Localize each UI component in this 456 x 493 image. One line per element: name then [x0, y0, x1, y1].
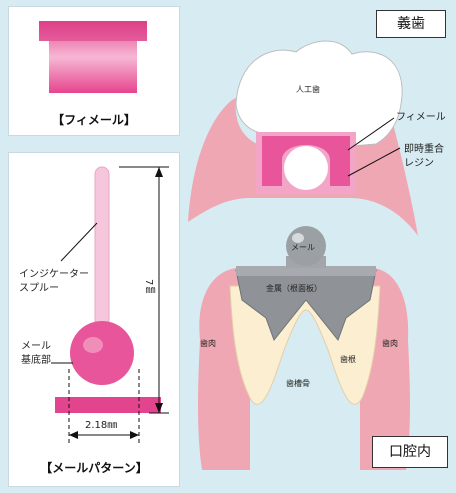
oral-box-label: 口腔内 — [372, 436, 448, 468]
artificial-tooth-label: 人工歯 — [296, 84, 320, 95]
fimail-label: フィメール — [396, 108, 446, 123]
fimail-socket — [284, 146, 328, 190]
gum-right-label: 歯肉 — [382, 338, 398, 349]
denture-box-label: 義歯 — [376, 10, 446, 38]
root-label: 歯根 — [340, 354, 356, 365]
resin-label-line1: 即時重合 — [404, 140, 444, 155]
bone-label: 歯槽骨 — [286, 378, 310, 389]
gum-left-label: 歯肉 — [200, 338, 216, 349]
male-label: メール — [291, 242, 315, 253]
metal-label: 金属（根面板） — [266, 283, 322, 294]
resin-label-line2: レジン — [404, 154, 434, 169]
